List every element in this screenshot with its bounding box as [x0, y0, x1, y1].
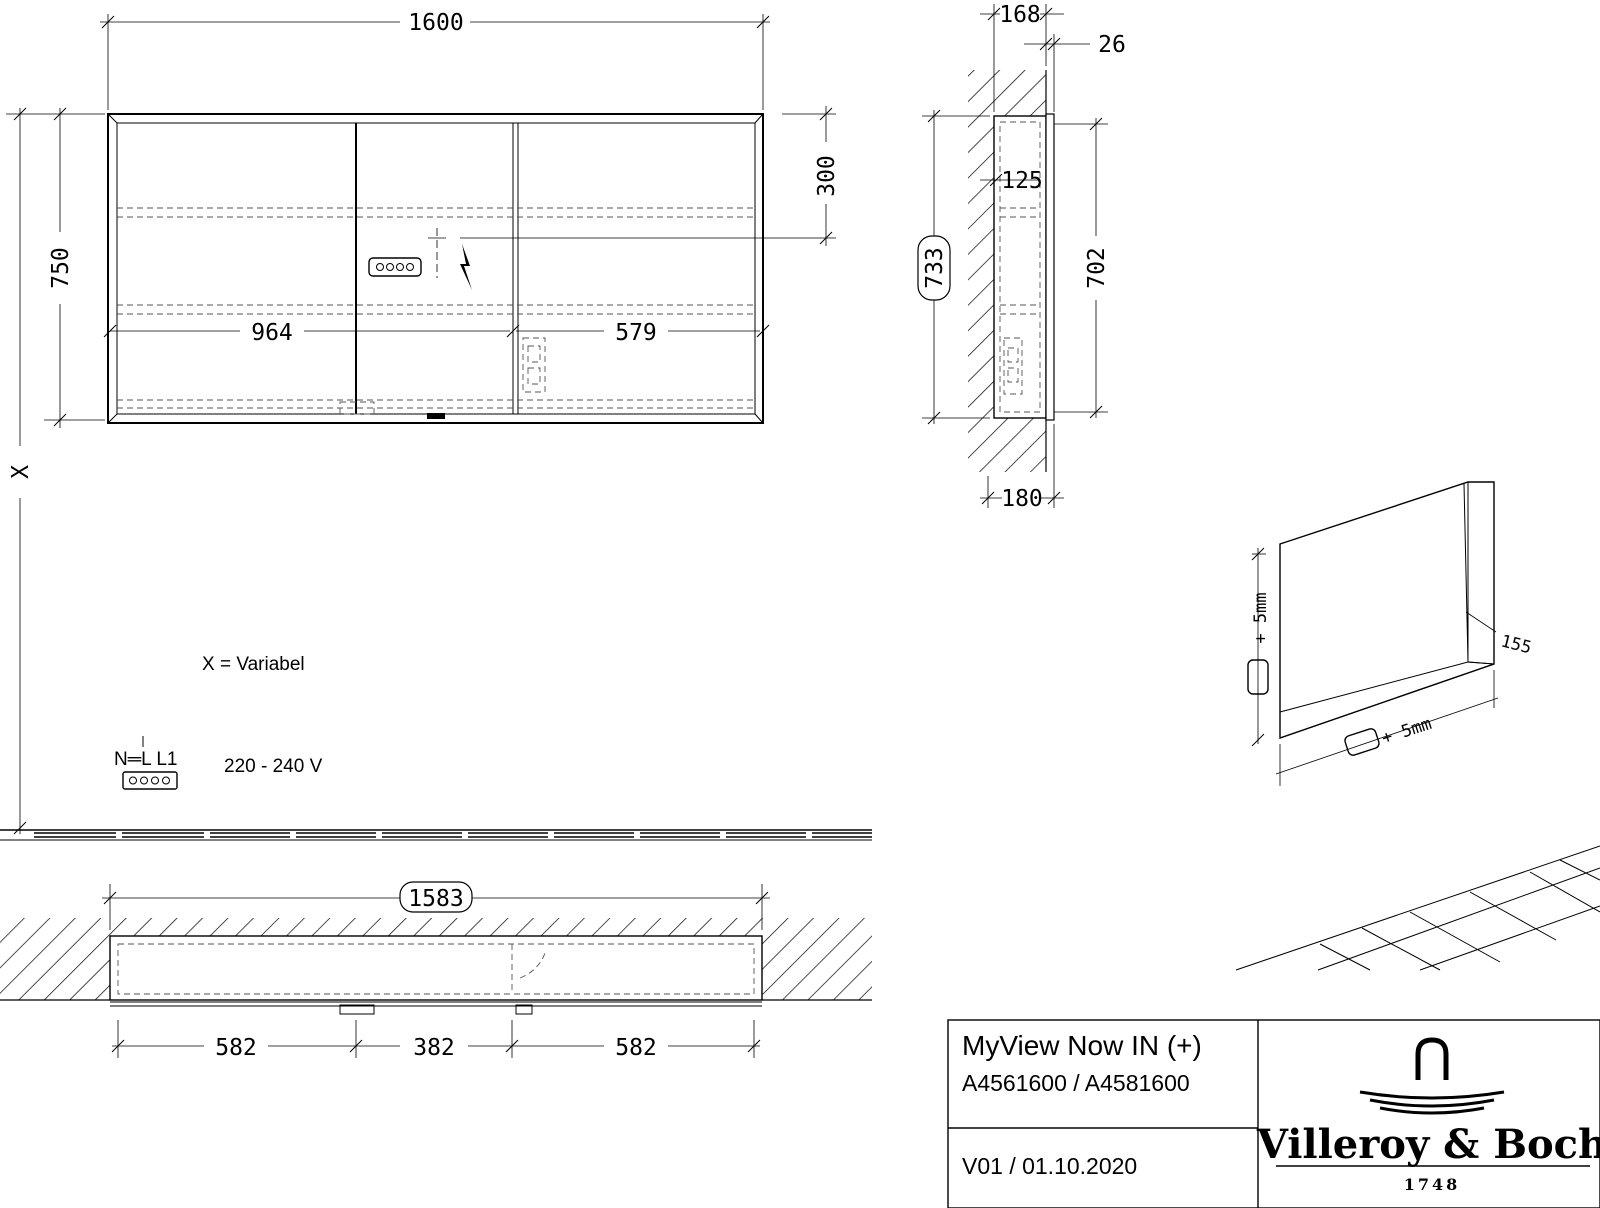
segment-mid-dimension: 382	[413, 1035, 455, 1061]
tolerance-vertical: + 5mm	[1251, 592, 1271, 643]
terminal-icon	[122, 771, 178, 790]
recess-width-dimension: 1583	[408, 886, 463, 912]
top-view: 1583 582 382 582	[0, 881, 872, 1061]
recess-depth-dimension: 155	[1499, 631, 1534, 658]
product-name: MyView Now IN (+)	[962, 1030, 1202, 1061]
shelf-dimension: 125	[1001, 168, 1043, 194]
version-date: V01 / 01.10.2020	[962, 1153, 1137, 1179]
brand-name: Villeroy & Boch	[1256, 1121, 1600, 1168]
brand-year: 1748	[1404, 1175, 1461, 1194]
x-dimension: X	[8, 465, 34, 479]
segment-left-dimension: 582	[215, 1035, 257, 1061]
tolerance-horizontal: + 5mm	[1379, 714, 1434, 749]
right-span-dimension: 579	[615, 320, 657, 346]
width-dimension: 1600	[408, 10, 463, 36]
inner-height-dimension: 702	[1084, 247, 1110, 289]
height-dimension: 750	[48, 247, 74, 289]
wiring-symbol: N═L L1	[114, 736, 178, 790]
side-view: 168 26 125 733 702 180	[917, 2, 1126, 512]
variable-note: X = Variabel	[202, 654, 305, 675]
lightning-icon	[460, 244, 472, 290]
recess-height-dimension: 733	[922, 247, 948, 289]
segment-right-dimension: 582	[615, 1035, 657, 1061]
tolerance-icon	[1247, 659, 1269, 695]
iso-floor	[1235, 845, 1600, 971]
villeroy-boch-logo: Villeroy & Boch 1748	[1256, 1037, 1600, 1194]
bottom-depth-dimension: 180	[1001, 486, 1043, 512]
wiring-label: N═L L1	[114, 749, 177, 770]
product-codes: A4561600 / A4581600	[962, 1070, 1190, 1096]
voltage-label: 220 - 240 V	[224, 756, 323, 777]
depth-dimension: 168	[999, 2, 1041, 28]
frame-dimension: 26	[1098, 32, 1126, 58]
tolerance-icon-horizontal	[1344, 728, 1380, 756]
iso-view: + 5mm + 5mm 155	[1247, 481, 1534, 786]
socket-icon	[368, 257, 422, 277]
left-span-dimension: 964	[251, 320, 293, 346]
title-block: MyView Now IN (+) A4561600 / A4581600 V0…	[947, 1019, 1600, 1208]
front-view: 1600	[0, 10, 872, 841]
socket-height-dimension: 300	[814, 155, 840, 197]
